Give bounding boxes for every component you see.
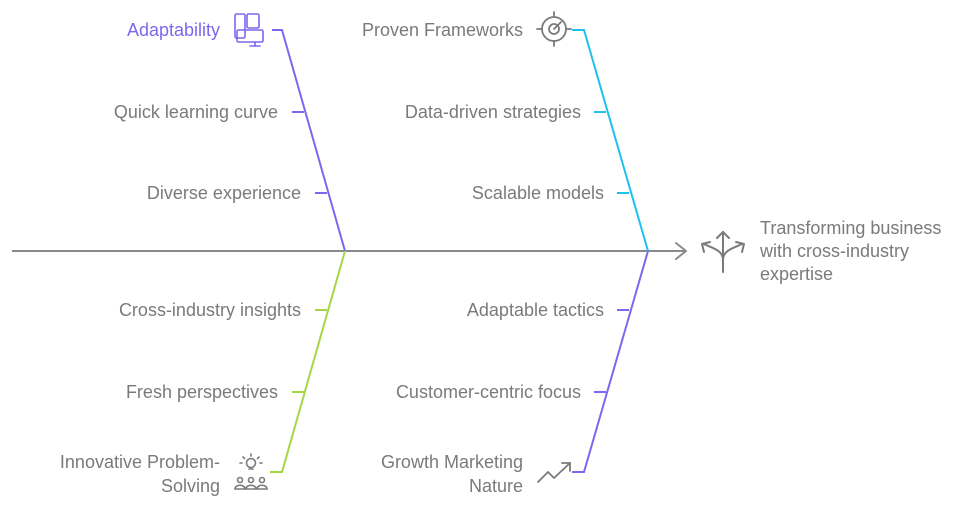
head-line-2: with cross-industry <box>760 241 910 261</box>
branch-line-problem-solving <box>270 250 346 473</box>
branch-title-adaptability: Adaptability <box>126 20 220 40</box>
branch-title-growth-line1: Growth Marketing <box>380 452 523 472</box>
branch-line-growth <box>572 250 649 473</box>
item-adaptable-tactics: Adaptable tactics <box>466 300 604 320</box>
item-data-driven-strategies: Data-driven strategies <box>404 102 581 122</box>
item-diverse-experience: Diverse experience <box>146 183 301 203</box>
branch-title-problem-solving-line1: Innovative Problem- <box>59 452 220 472</box>
devices-icon <box>234 13 264 47</box>
diagram-head-text: Transforming business with cross-industr… <box>760 217 975 286</box>
item-quick-learning-curve: Quick learning curve <box>113 102 278 122</box>
branch-title-growth-line2: Nature <box>468 476 523 496</box>
branch-title-problem-solving-line2: Solving <box>160 476 220 496</box>
item-customer-centric-focus: Customer-centric focus <box>395 382 581 402</box>
team-idea-icon <box>234 453 268 490</box>
item-cross-industry-insights: Cross-industry insights <box>118 300 301 320</box>
branch-title-frameworks: Proven Frameworks <box>361 20 523 40</box>
diverging-arrows-icon <box>701 231 745 273</box>
trend-up-icon <box>537 462 571 483</box>
target-icon <box>536 11 572 47</box>
spine-arrowhead <box>675 242 687 260</box>
item-scalable-models: Scalable models <box>471 183 604 203</box>
head-line-3: expertise <box>760 264 834 284</box>
item-fresh-perspectives: Fresh perspectives <box>125 382 278 402</box>
branch-line-adaptability <box>272 29 346 252</box>
branch-line-frameworks <box>572 29 649 252</box>
head-line-1: Transforming business <box>760 218 942 238</box>
